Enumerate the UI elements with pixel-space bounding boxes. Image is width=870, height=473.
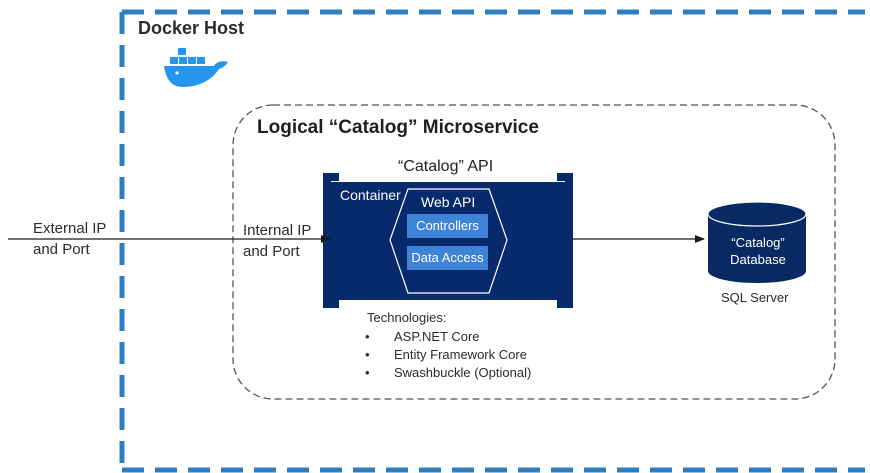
internal-ip-line-1: Internal IP [243, 222, 312, 239]
database-name-line-2: Database [730, 252, 786, 267]
external-ip-line-2: and Port [33, 241, 90, 258]
web-api-label: Web API [421, 194, 476, 210]
internal-ip-label: Internal IP and Port [243, 220, 311, 262]
external-ip-line-1: External IP [33, 220, 107, 237]
container-label: Container [340, 187, 401, 203]
database-cylinder [707, 201, 807, 283]
container-box [331, 182, 565, 300]
docker-host-label: Docker Host [138, 18, 245, 38]
controllers-layer: Controllers [407, 214, 488, 238]
technology-item-label: Entity Framework Core [394, 347, 527, 362]
api-title: “Catalog” API [398, 158, 494, 175]
container-tab-bl [323, 300, 339, 308]
technology-item: •Entity Framework Core [365, 347, 527, 362]
container-tab-tr [557, 173, 573, 181]
technology-item: •Swashbuckle (Optional) [365, 365, 532, 380]
technologies-heading: Technologies: [367, 310, 447, 325]
database-name-line-1: “Catalog” [731, 235, 785, 250]
database-name: “Catalog” Database [709, 234, 807, 268]
microservice-title: Logical “Catalog” Microservice [257, 117, 539, 138]
web-api-hexagon [389, 188, 508, 294]
microservice-boundary [232, 104, 836, 400]
technology-item: •ASP.NET Core [365, 329, 480, 344]
technologies-list: •ASP.NET Core •Entity Framework Core •Sw… [365, 328, 531, 382]
technology-item-label: Swashbuckle (Optional) [394, 365, 532, 380]
container-left-rail [323, 175, 331, 306]
data-access-layer: Data Access [407, 246, 488, 270]
technology-item-label: ASP.NET Core [394, 329, 480, 344]
docker-host-boundary [119, 9, 865, 473]
container-tab-tl [323, 173, 339, 181]
container-right-rail [565, 175, 573, 306]
docker-whale-icon [164, 48, 228, 87]
container-tab-br [557, 300, 573, 308]
external-ip-label: External IP and Port [33, 218, 106, 260]
database-server-label: SQL Server [721, 290, 789, 305]
internal-ip-line-2: and Port [243, 243, 300, 260]
